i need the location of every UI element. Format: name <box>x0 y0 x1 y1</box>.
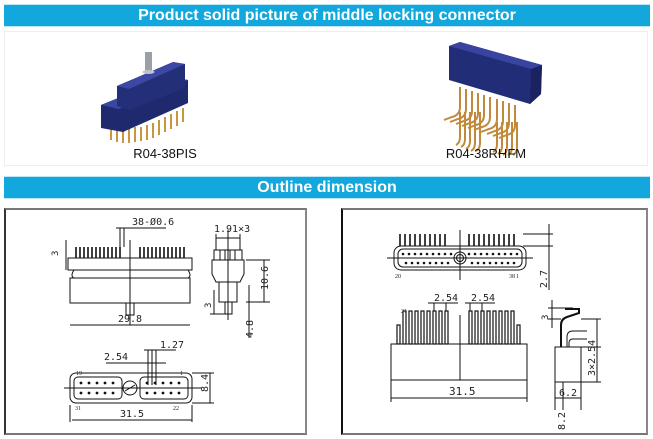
dim-pitch-2-54: 2.54 <box>104 352 128 363</box>
connector-right-angle-pin-icon <box>443 42 542 156</box>
dim-depth: 8.4 <box>200 374 211 392</box>
dim-width-total: 31.5 <box>449 385 476 398</box>
pin-label: 1 <box>180 371 183 377</box>
dim-pitch-1-27: 1.27 <box>160 340 184 351</box>
dim-width-total: 31.5 <box>120 409 144 420</box>
dim-height-body: 10.6 <box>260 266 271 290</box>
dim-offset: 2.7 <box>539 270 550 288</box>
outline-drawing-right-angle: 20 38 1 21 2.7 2.54 2.54 31.5 3 3×2.54 8… <box>387 224 601 430</box>
dim-tail: 4.8 <box>245 320 256 338</box>
outline-drawing-straight: 38-Ø0.6 1.91×3 29.8 10.6 3 3 4.8 2.54 1.… <box>51 216 271 422</box>
pin-label: 31 <box>75 406 81 412</box>
product-picture-banner: Product solid picture of middle locking … <box>4 4 650 27</box>
dim-row-pitch: 3×2.54 <box>587 340 598 376</box>
dim-pin-length: 3 <box>51 251 61 256</box>
pin-label: 38 <box>509 274 515 280</box>
pin-label: 22 <box>173 406 179 412</box>
product-name: R04-38RHFM <box>445 146 527 161</box>
drawing-r04-38rhfm: 20 38 1 21 2.7 2.54 2.54 31.5 3 3×2.54 8… <box>341 208 648 435</box>
product-card-r04-38rhfm: R04-38RHFM <box>325 32 647 165</box>
pin-label: 19 <box>76 371 82 377</box>
dim-pitch-a: 2.54 <box>434 293 458 304</box>
dim-pitch-side: 1.91×3 <box>214 224 250 235</box>
dim-screw-length: 3 <box>204 303 214 308</box>
dim-width-mid: 29.8 <box>118 314 142 325</box>
product-photo-panel: R04-38PIS R04-38RHFM <box>4 31 648 166</box>
connector-straight-pin-icon <box>101 52 188 143</box>
drawing-r04-38pis: 38-Ø0.6 1.91×3 29.8 10.6 3 3 4.8 2.54 1.… <box>4 208 307 435</box>
product-name: R04-38PIS <box>133 146 197 161</box>
dim-pin-count-dia: 38-Ø0.6 <box>132 216 174 228</box>
dim-pitch-b: 2.54 <box>471 293 495 304</box>
dim-body-height: 8.2 <box>557 412 568 430</box>
outline-dimension-banner: Outline dimension <box>4 176 650 199</box>
pin-label: 1 <box>516 274 519 280</box>
pin-label: 20 <box>395 274 401 280</box>
dim-body-depth: 6.2 <box>559 388 577 399</box>
pin-label: 21 <box>401 309 407 315</box>
dim-pin-height: 3 <box>541 315 551 320</box>
product-card-r04-38pis: R04-38PIS <box>5 32 325 165</box>
